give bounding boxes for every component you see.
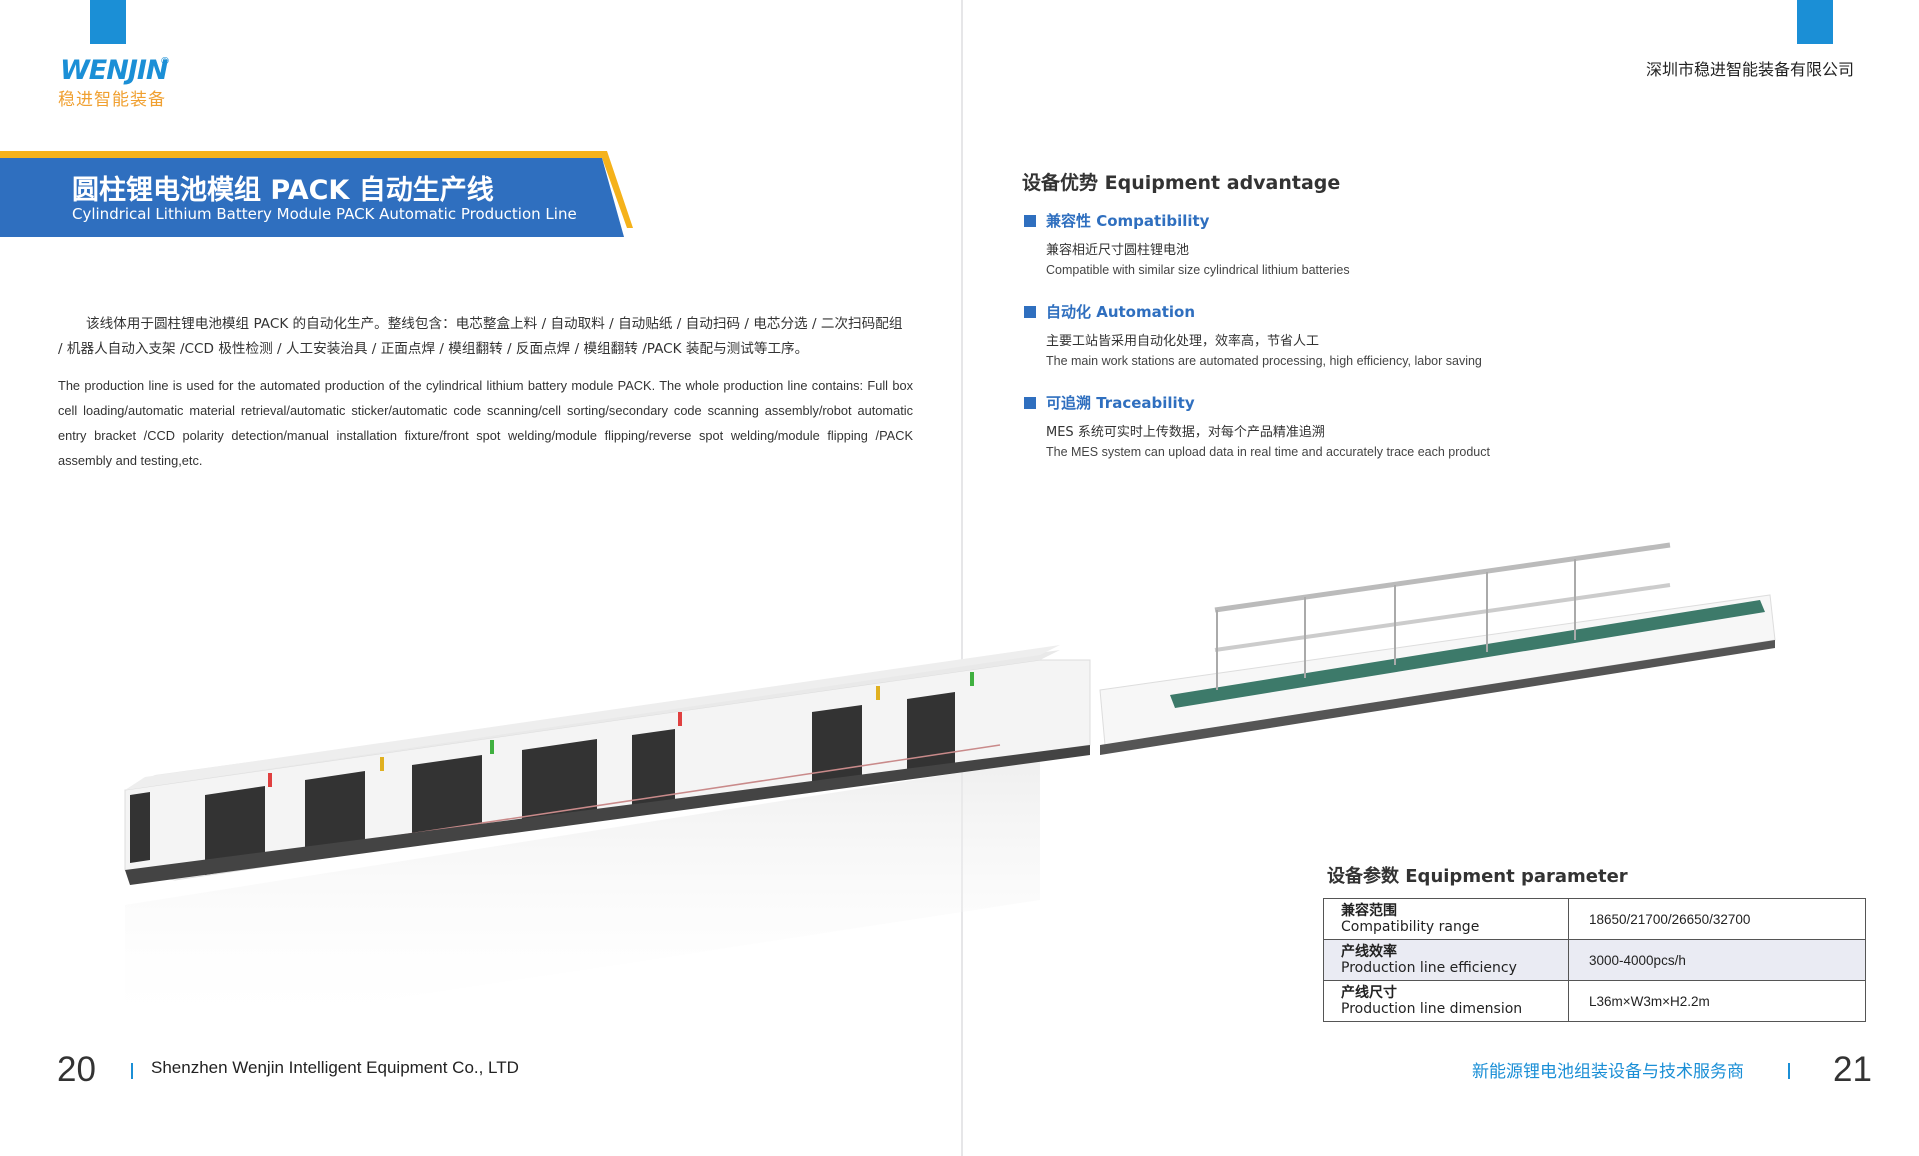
top-tab-left xyxy=(90,0,126,44)
advantage-desc-en: The main work stations are automated pro… xyxy=(1046,354,1482,368)
advantage-compatibility: 兼容性 Compatibility 兼容相近尺寸圆柱锂电池 Compatible… xyxy=(1024,210,1350,277)
param-value: 3000-4000pcs/h xyxy=(1568,939,1866,981)
advantage-title: 可追溯 Traceability xyxy=(1046,394,1195,412)
param-label-en: Production line efficiency xyxy=(1341,960,1517,976)
page-number-left: 20 xyxy=(57,1050,96,1089)
logo-wordmark: WENJIN xyxy=(60,55,169,86)
param-label-cn: 产线效率 xyxy=(1341,944,1397,960)
param-label-cn: 兼容范围 xyxy=(1341,903,1397,919)
param-label-en: Compatibility range xyxy=(1341,919,1480,935)
param-label-cn: 产线尺寸 xyxy=(1341,985,1397,1001)
footer-separator xyxy=(1788,1063,1790,1079)
advantage-traceability: 可追溯 Traceability MES 系统可实时上传数据，对每个产品精准追溯… xyxy=(1024,392,1490,459)
advantage-desc-en: The MES system can upload data in real t… xyxy=(1046,445,1490,459)
advantage-title: 兼容性 Compatibility xyxy=(1046,212,1210,230)
advantage-desc-en: Compatible with similar size cylindrical… xyxy=(1046,263,1350,277)
advantage-desc-cn: 兼容相近尺寸圆柱锂电池 xyxy=(1046,243,1190,258)
param-label-en: Production line dimension xyxy=(1341,1001,1523,1017)
registered-mark: ® xyxy=(160,56,170,67)
footer-slogan-cn: 新能源锂电池组装设备与技术服务商 xyxy=(1472,1062,1744,1082)
advantage-desc-cn: MES 系统可实时上传数据，对每个产品精准追溯 xyxy=(1046,425,1325,440)
description-chinese: 该线体用于圆柱锂电池模组 PACK 的自动化生产。整线包含：电芯整盒上料 / 自… xyxy=(58,316,903,357)
page-subtitle: Cylindrical Lithium Battery Module PACK … xyxy=(72,205,577,223)
advantage-automation: 自动化 Automation 主要工站皆采用自动化处理，效率高，节省人工 The… xyxy=(1024,301,1482,368)
square-bullet-icon xyxy=(1024,305,1036,318)
company-name-header: 深圳市稳进智能装备有限公司 xyxy=(1646,60,1855,79)
page-fold-divider xyxy=(961,0,963,1156)
advantage-title: 自动化 Automation xyxy=(1046,303,1196,321)
title-banner xyxy=(0,151,633,237)
parameters-heading: 设备参数 Equipment parameter xyxy=(1327,866,1628,887)
footer-separator xyxy=(131,1063,133,1079)
square-bullet-icon xyxy=(1024,396,1036,409)
page-number-right: 21 xyxy=(1833,1050,1872,1089)
advantage-desc-cn: 主要工站皆采用自动化处理，效率高，节省人工 xyxy=(1046,334,1320,349)
description-english: The production line is used for the auto… xyxy=(58,378,913,468)
logo-chinese-name: 稳进智能装备 xyxy=(58,90,166,110)
param-value: L36m×W3m×H2.2m xyxy=(1568,980,1866,1022)
param-value: 18650/21700/26650/32700 xyxy=(1568,898,1866,940)
advantages-heading: 设备优势 Equipment advantage xyxy=(1022,172,1341,194)
page-title: 圆柱锂电池模组 PACK 自动生产线 xyxy=(72,175,494,206)
square-bullet-icon xyxy=(1024,214,1036,227)
top-tab-right xyxy=(1797,0,1833,44)
footer-company-en: Shenzhen Wenjin Intelligent Equipment Co… xyxy=(151,1058,519,1077)
